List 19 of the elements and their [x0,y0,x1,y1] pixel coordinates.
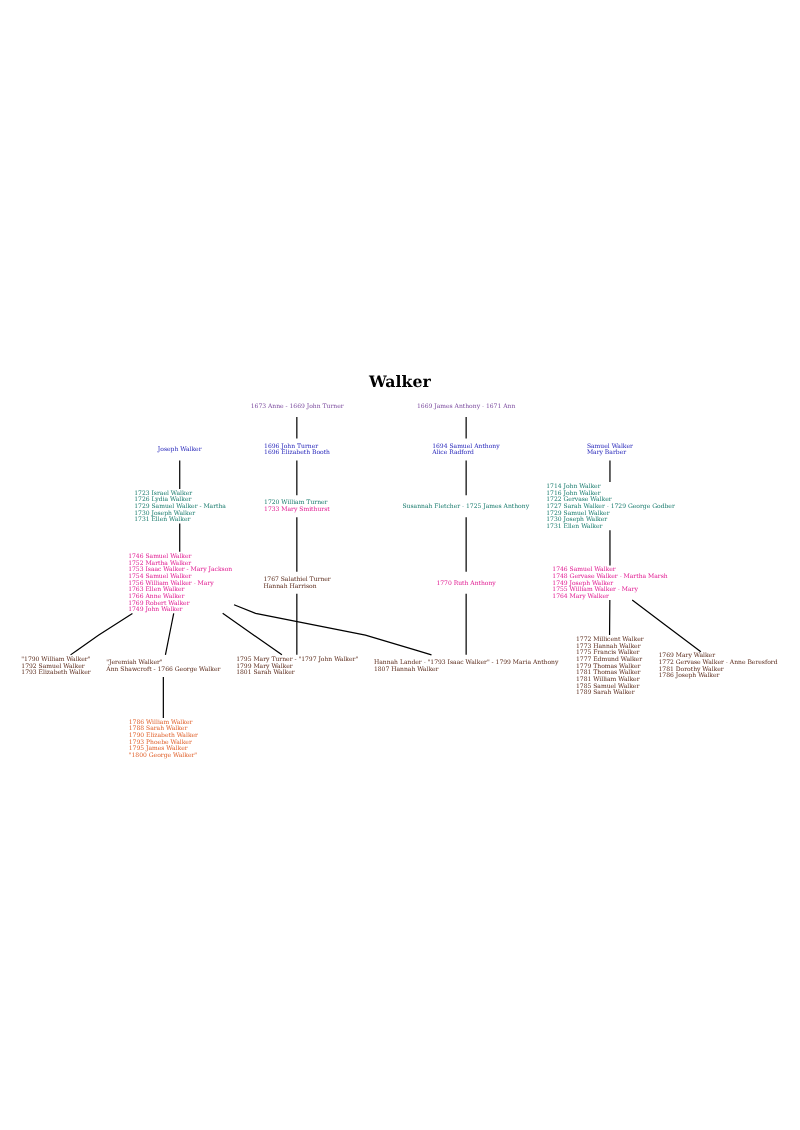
connector [465,592,467,655]
connector [465,415,467,439]
connector [609,458,611,482]
connector [465,515,467,572]
connector [296,592,298,655]
connector [296,415,298,439]
connector [162,675,164,718]
connector [631,598,702,652]
connector [296,515,298,572]
connector [179,521,181,552]
connector [164,611,175,655]
connector [465,458,467,495]
connector [179,458,181,489]
connector [69,611,134,655]
connector [609,528,611,565]
connector [222,611,283,655]
connector [608,598,611,635]
connector [296,458,298,495]
connector [233,603,433,655]
